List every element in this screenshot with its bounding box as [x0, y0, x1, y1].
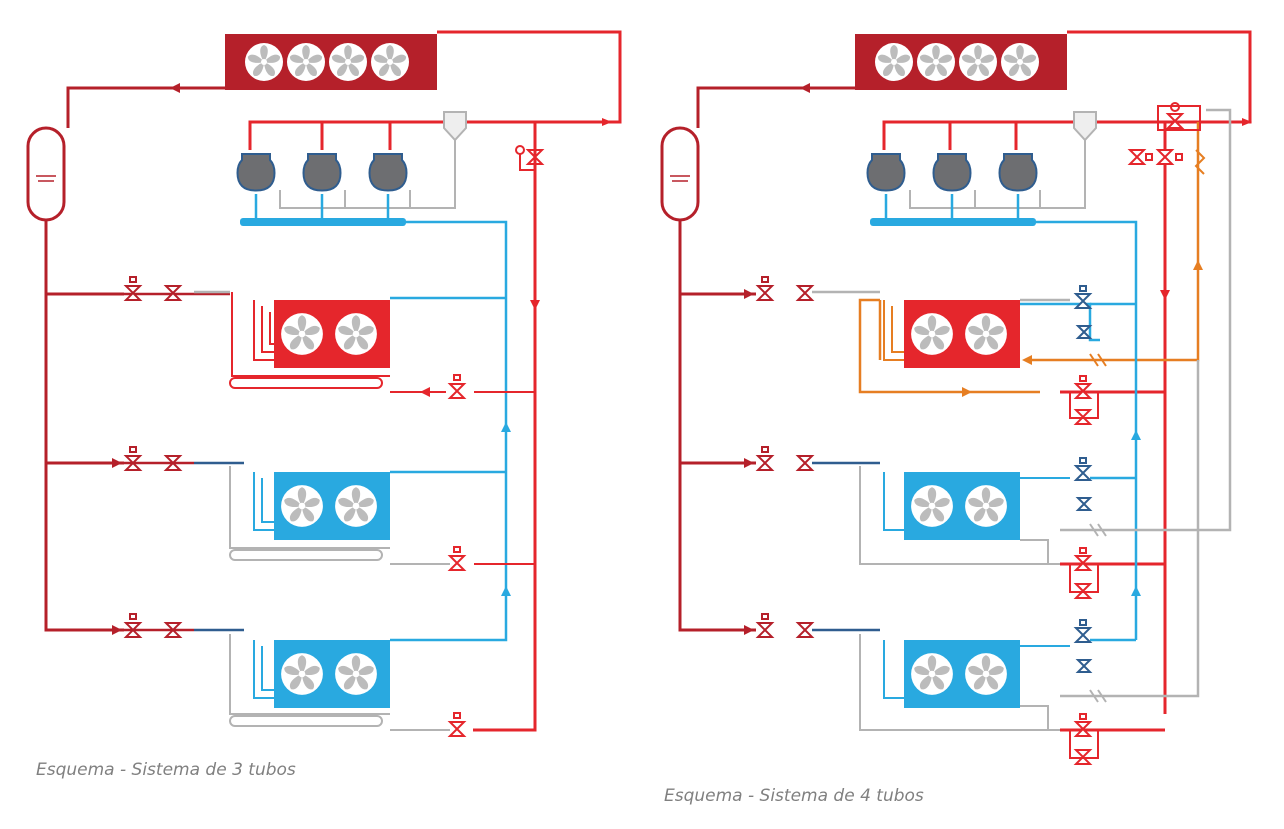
compressor-icon — [302, 153, 342, 192]
flow-arrow-icon — [1242, 118, 1252, 126]
oil-separator-icon — [279, 111, 467, 209]
fan-icon — [287, 43, 325, 81]
condenser-unit — [855, 34, 1067, 90]
fan-icon — [965, 313, 1007, 355]
evaporator-unit-2 — [755, 446, 1099, 599]
valve-icon — [755, 446, 815, 471]
four-pipe-diagram — [660, 30, 1252, 765]
condenser-unit — [225, 34, 437, 90]
evaporator-unit-2 — [123, 446, 535, 571]
flow-arrow-icon — [170, 83, 180, 93]
three-pipe-diagram — [26, 30, 622, 737]
fan-icon — [329, 43, 367, 81]
fan-icon — [965, 485, 1007, 527]
evaporator-unit-3 — [755, 613, 1099, 765]
compressor-icon — [998, 153, 1038, 192]
valve-icon — [515, 145, 545, 171]
valve-icon — [1127, 102, 1201, 165]
caption-three-pipe: Esquema - Sistema de 3 tubos — [36, 760, 296, 780]
valve-icon — [123, 276, 183, 301]
valve-icon — [123, 613, 183, 638]
fan-icon — [245, 43, 283, 81]
caption-four-pipe: Esquema - Sistema de 4 tubos — [664, 786, 924, 806]
fan-icon — [335, 313, 377, 355]
evaporator-unit-1 — [123, 276, 535, 399]
fan-icon — [1001, 43, 1039, 81]
fan-icon — [281, 485, 323, 527]
receiver-tank-icon — [26, 126, 66, 222]
fan-icon — [959, 43, 997, 81]
valve-icon — [123, 446, 183, 471]
fan-icon — [875, 43, 913, 81]
check-valve-icon — [1089, 523, 1107, 537]
compressor-icon — [236, 153, 276, 192]
check-valve-icon — [1194, 149, 1206, 175]
check-valve-icon — [1089, 353, 1107, 367]
fan-icon — [335, 653, 377, 695]
fan-icon — [911, 485, 953, 527]
flow-arrow-icon — [501, 586, 511, 596]
fan-icon — [371, 43, 409, 81]
valve-icon — [447, 712, 467, 737]
suction-header — [240, 218, 406, 226]
fan-icon — [281, 653, 323, 695]
flow-arrow-icon — [501, 422, 511, 432]
compressor-icon — [932, 153, 972, 192]
valve-icon — [1073, 285, 1093, 339]
valve-icon — [1073, 619, 1093, 673]
evaporator-unit-3 — [123, 613, 467, 737]
fan-icon — [965, 653, 1007, 695]
valve-icon — [755, 613, 815, 638]
fan-icon — [911, 313, 953, 355]
valve-icon — [1069, 375, 1099, 425]
fan-icon — [335, 485, 377, 527]
valve-icon — [1069, 713, 1099, 765]
fan-icon — [917, 43, 955, 81]
check-valve-icon — [1089, 689, 1107, 703]
valve-icon — [1069, 547, 1099, 599]
fan-icon — [281, 313, 323, 355]
valve-icon — [1073, 457, 1093, 511]
compressor-icon — [866, 153, 906, 192]
valve-icon — [447, 546, 467, 571]
evaporator-unit-1 — [755, 276, 1099, 425]
valve-icon — [755, 276, 815, 301]
oil-separator-icon — [909, 111, 1097, 209]
compressor-icon — [368, 153, 408, 192]
flow-arrow-icon — [530, 300, 540, 310]
fan-icon — [911, 653, 953, 695]
receiver-tank-icon — [660, 126, 700, 222]
valve-icon — [447, 374, 467, 399]
flow-arrow-icon — [602, 118, 612, 126]
